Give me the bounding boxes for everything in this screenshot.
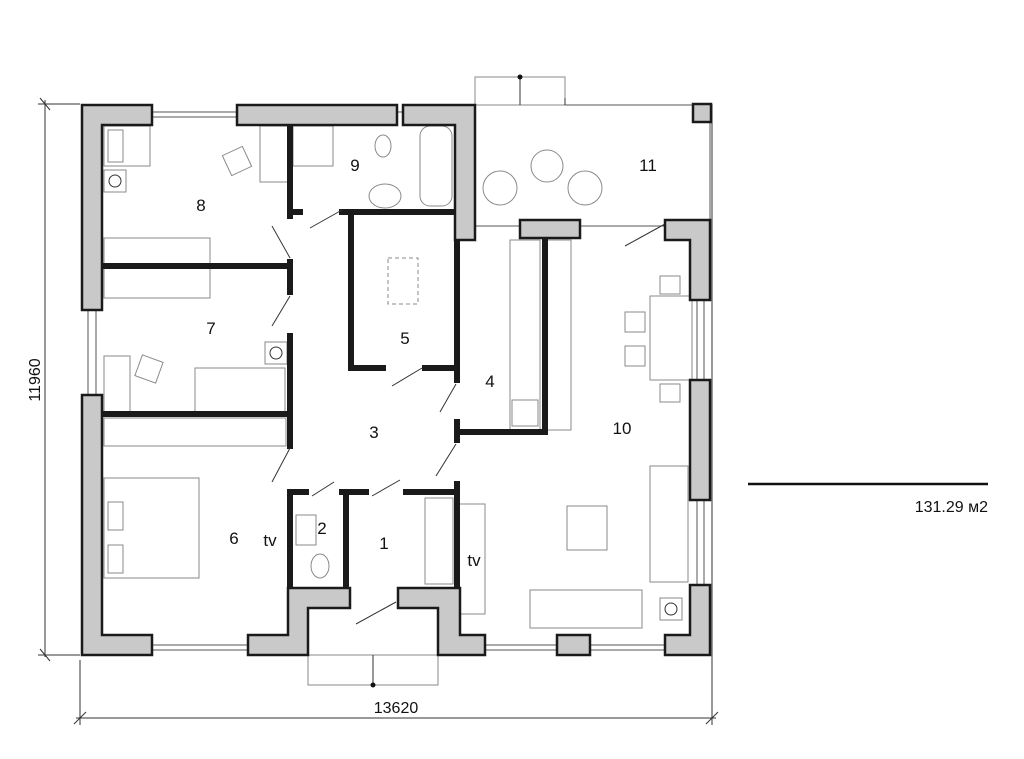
coffee-table: [566, 505, 608, 551]
kitchen-counter: [544, 239, 572, 431]
room-label-2: 2: [317, 519, 326, 538]
total-area: 131.29 м2: [915, 499, 988, 516]
room-label-4: 4: [485, 372, 494, 391]
room-label-5: 5: [400, 329, 409, 348]
wardrobe: [103, 417, 287, 447]
room-label-10: 10: [613, 419, 632, 438]
washing-machine-icon: [511, 399, 539, 427]
room-label-9: 9: [350, 156, 359, 175]
kitchen-counter: [509, 239, 541, 431]
shower: [292, 125, 334, 167]
room-label-7: 7: [206, 319, 215, 338]
room-label-8: 8: [196, 196, 205, 215]
armchair-icon: [567, 170, 603, 206]
tv-label: tv: [263, 531, 277, 550]
room-label-3: 3: [369, 423, 378, 442]
exterior-walls: [80, 103, 712, 657]
sofa: [649, 465, 689, 583]
room-labels: 1 2 3 4 5 6 7 8 9 10 11 tv tv: [196, 156, 657, 570]
height-dimension: 11960: [27, 358, 44, 401]
toilet-icon: [374, 134, 392, 158]
desk: [259, 125, 291, 183]
desk: [103, 355, 131, 415]
dimension-lines: [38, 97, 988, 725]
room-label-6: 6: [229, 529, 238, 548]
tv-label: tv: [467, 551, 481, 570]
bed: [194, 367, 286, 413]
boiler-icon: [659, 597, 683, 621]
chair-icon: [659, 275, 681, 295]
interior-walls: [101, 123, 548, 603]
storage: [387, 257, 419, 305]
furniture: [103, 125, 693, 688]
chair-icon: [624, 345, 646, 367]
tv-stand: [456, 503, 486, 615]
chair-icon: [624, 311, 646, 333]
bathtub: [419, 125, 453, 207]
width-dimension: 13620: [374, 700, 419, 717]
sofa: [529, 589, 643, 629]
sink-icon: [295, 514, 317, 546]
sink-icon: [368, 183, 402, 209]
chair-icon: [659, 383, 681, 403]
terrace: [473, 74, 713, 220]
room-label-1: 1: [379, 534, 388, 553]
armchair-icon: [482, 170, 518, 206]
door-swings: [271, 209, 666, 625]
chair-icon: [134, 354, 164, 384]
dining-table: [649, 295, 693, 381]
room-label-11: 11: [639, 156, 657, 175]
wardrobe: [424, 497, 454, 585]
windows: [87, 111, 705, 651]
boiler-icon: [264, 341, 288, 365]
boiler-icon: [103, 169, 127, 193]
toilet-icon: [310, 553, 330, 579]
chair-icon: [221, 145, 253, 177]
